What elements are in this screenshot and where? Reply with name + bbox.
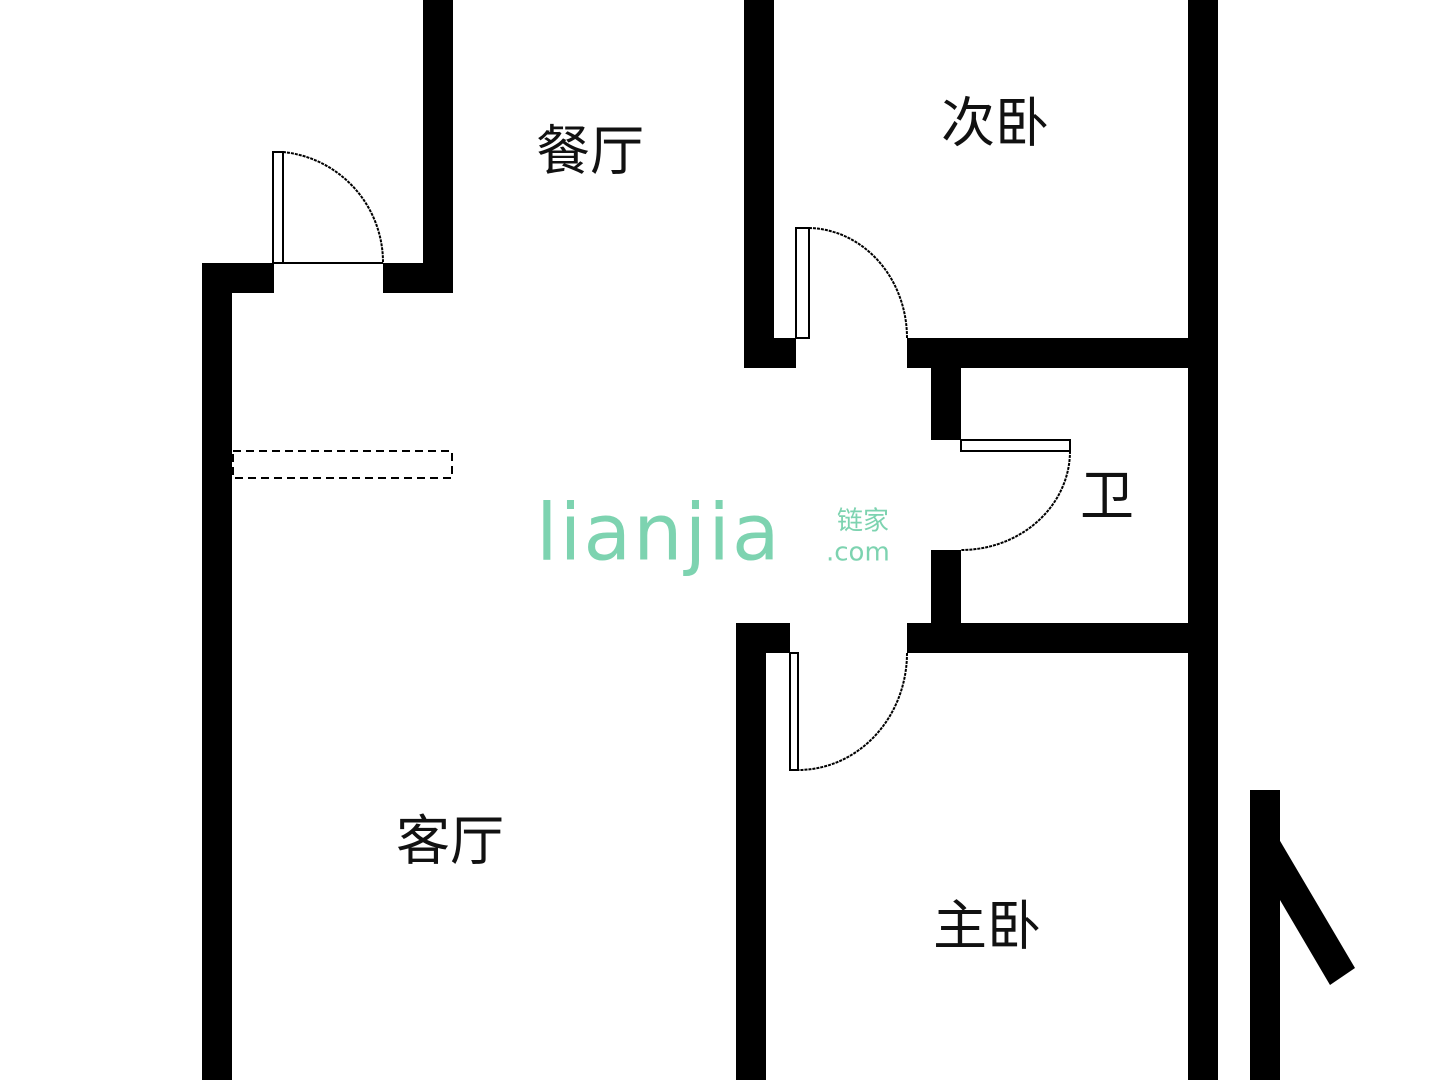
watermark-logo: Lianjia 链家 .com	[536, 488, 890, 578]
cabinet-outline	[232, 450, 453, 479]
room-label-bathroom: 卫	[1080, 465, 1134, 528]
watermark-cn: 链家	[837, 507, 889, 537]
watermark-brand: Lianjia	[536, 488, 782, 578]
walls	[202, 0, 1355, 1080]
room-label-living: 客厅	[396, 810, 504, 873]
second-bedroom-door	[795, 227, 908, 339]
wall-second-bedroom-bottom	[907, 338, 1188, 368]
wall-balcony-diagonal	[1250, 790, 1355, 1080]
doors	[272, 151, 1071, 771]
master-bedroom-door	[789, 652, 908, 771]
bathroom-door	[960, 439, 1071, 551]
wall-left-outer	[202, 263, 232, 1080]
entry-door	[272, 151, 385, 264]
wall-master-bedroom-top	[907, 623, 1188, 653]
wall-second-bedroom-stub	[744, 338, 796, 368]
wall-entry-left	[202, 263, 274, 293]
wall-dining-left	[423, 0, 453, 293]
wall-bathroom-left-top	[931, 368, 961, 440]
watermark-domain: .com	[826, 538, 890, 568]
wall-right-outer	[1188, 0, 1218, 1080]
room-label-dining: 餐厅	[536, 120, 644, 183]
wall-master-bedroom-left	[736, 623, 766, 1080]
room-label-master-bedroom: 主卧	[933, 895, 1041, 958]
wall-dining-right	[744, 0, 774, 368]
room-label-second-bedroom: 次卧	[941, 92, 1049, 155]
